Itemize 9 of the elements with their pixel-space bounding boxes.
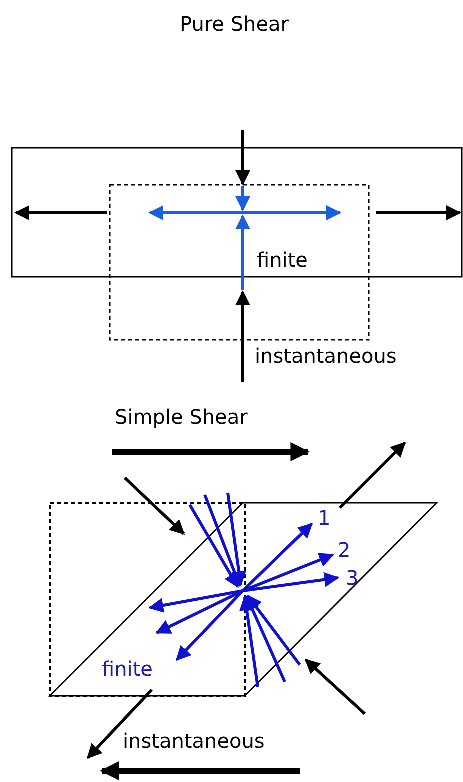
axis-number: 2 — [338, 538, 351, 562]
instantaneous-label: instantaneous — [123, 729, 265, 753]
finite-label: finite — [102, 657, 153, 681]
instantaneous-label: instantaneous — [255, 344, 397, 368]
panel-heading: Pure Shear — [180, 12, 289, 36]
panel-heading: Simple Shear — [115, 405, 248, 429]
axis-number: 1 — [318, 506, 331, 530]
axis-number: 3 — [346, 566, 359, 590]
finite-label: finite — [257, 248, 308, 272]
